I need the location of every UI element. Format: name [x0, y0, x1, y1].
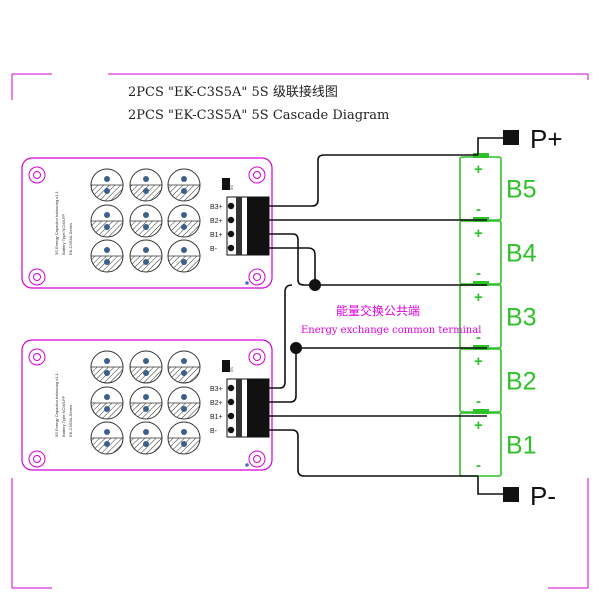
wire-top-b3plus	[269, 154, 478, 207]
wire-bottom-b2plus	[269, 347, 487, 403]
wire-bottom-bminus	[269, 429, 478, 477]
battery-label: B3	[506, 304, 537, 332]
silk-text: 3S Energy Capacitor balancing v1.1	[54, 190, 59, 255]
capacitor	[129, 168, 163, 202]
capacitor	[129, 239, 163, 273]
capacitor	[167, 350, 201, 384]
silk-text: Battery Type:NCM/LFP	[61, 396, 66, 437]
diagram-title-en: 2PCS "EK-C3S5A" 5S Cascade Diagram	[128, 108, 389, 123]
capacitor	[90, 168, 124, 202]
battery-minus-sign: -	[476, 457, 481, 474]
wire-bottom-b3plus	[269, 284, 293, 389]
terminal-negative-label: P-	[530, 481, 556, 511]
wire-p-plus	[477, 137, 504, 155]
pin-label-b3plus: B3+	[210, 386, 223, 393]
terminal-positive: P+	[503, 124, 563, 154]
capacitor-grid	[90, 350, 201, 455]
pin-label-b2plus: B2+	[210, 218, 223, 225]
pin-label-b1plus: B1+	[210, 232, 223, 239]
battery-label: B5	[506, 176, 537, 204]
battery-terminal-icon	[473, 409, 489, 414]
pin-label-b1plus: B1+	[210, 414, 223, 421]
capacitor	[129, 350, 163, 384]
connector-bottom	[226, 378, 270, 438]
capacitor	[129, 204, 163, 238]
battery-label: B4	[506, 240, 537, 268]
capacitor	[167, 421, 201, 455]
terminal-block-icon	[503, 130, 519, 145]
capacitor	[167, 168, 201, 202]
silk-text: Battery Type:NCM/LFP	[61, 214, 66, 255]
battery-cell-b1: + - B1	[459, 409, 537, 477]
mounting-hole	[28, 166, 46, 184]
battery-minus-sign: -	[476, 329, 481, 346]
silk-text: EK-C3S5A-Series	[68, 405, 73, 437]
pin-label-b2plus: B2+	[210, 400, 223, 407]
connector-top	[226, 196, 270, 256]
junction-dot	[309, 279, 321, 291]
battery-cell-b4: + - B4	[459, 217, 537, 285]
capacitor	[129, 421, 163, 455]
mounting-hole	[28, 348, 46, 366]
battery-cell-b2: + - B2	[459, 345, 537, 413]
pin-label-bminus: B-	[210, 428, 218, 435]
mounting-hole	[28, 268, 46, 286]
energy-exchange-label-en: Energy exchange common terminal	[301, 325, 481, 336]
capacitor	[90, 386, 124, 420]
terminal-block-icon	[503, 487, 519, 502]
diagram-title-cn: 2PCS "EK-C3S5A" 5S 级联接线图	[128, 84, 338, 100]
battery-cell-b3: + - B3	[459, 281, 537, 349]
terminal-negative: P-	[503, 481, 556, 511]
silk-text: 3S Energy Capacitor balancing v1.1	[54, 372, 59, 437]
energy-exchange-label-cn: 能量交换公共端	[336, 303, 420, 318]
battery-plus-sign: +	[474, 289, 483, 306]
battery-minus-sign: -	[476, 201, 481, 218]
capacitor	[90, 350, 124, 384]
battery-plus-sign: +	[474, 161, 483, 178]
capacitor	[167, 386, 201, 420]
battery-plus-sign: +	[474, 225, 483, 242]
battery-plus-sign: +	[474, 353, 483, 370]
balancer-board-bottom: 3S Energy Capacitor balancing v1.1 Batte…	[21, 339, 273, 471]
battery-stack: + - B5 + - B4 + - B3 + - B2 + - B1	[459, 153, 537, 477]
capacitor	[90, 204, 124, 238]
terminal-positive-label: P+	[530, 124, 563, 154]
battery-plus-sign: +	[474, 417, 483, 434]
wire-p-minus	[477, 476, 504, 495]
mounting-hole	[248, 268, 266, 286]
battery-label: B2	[506, 368, 537, 396]
wire-top-b1plus	[269, 233, 487, 286]
capacitor	[167, 204, 201, 238]
board-mark: 5S	[229, 367, 234, 372]
capacitor-grid	[90, 168, 201, 273]
battery-minus-sign: -	[476, 393, 481, 410]
pin-label-b3plus: B3+	[210, 204, 223, 211]
wire-top-bminus	[269, 247, 316, 285]
mounting-hole	[248, 450, 266, 468]
silk-text: EK-C3S5A-Series	[68, 223, 73, 255]
junction-dot	[290, 342, 302, 354]
mounting-hole	[28, 450, 46, 468]
balancer-board-top: 3S Energy Capacitor balancing v1.1 Batte…	[21, 157, 273, 289]
capacitor	[167, 239, 201, 273]
battery-terminal-icon	[473, 281, 489, 286]
battery-minus-sign: -	[476, 265, 481, 282]
battery-terminal-icon	[473, 153, 489, 158]
board-mark: 5S	[229, 185, 234, 190]
frame-marks	[11, 73, 589, 589]
mounting-hole	[248, 348, 266, 366]
capacitor	[90, 239, 124, 273]
battery-cell-b5: + - B5	[459, 153, 537, 221]
capacitor	[90, 421, 124, 455]
pin-label-bminus: B-	[210, 246, 218, 253]
capacitor	[129, 386, 163, 420]
battery-label: B1	[506, 432, 537, 460]
mounting-hole	[248, 166, 266, 184]
